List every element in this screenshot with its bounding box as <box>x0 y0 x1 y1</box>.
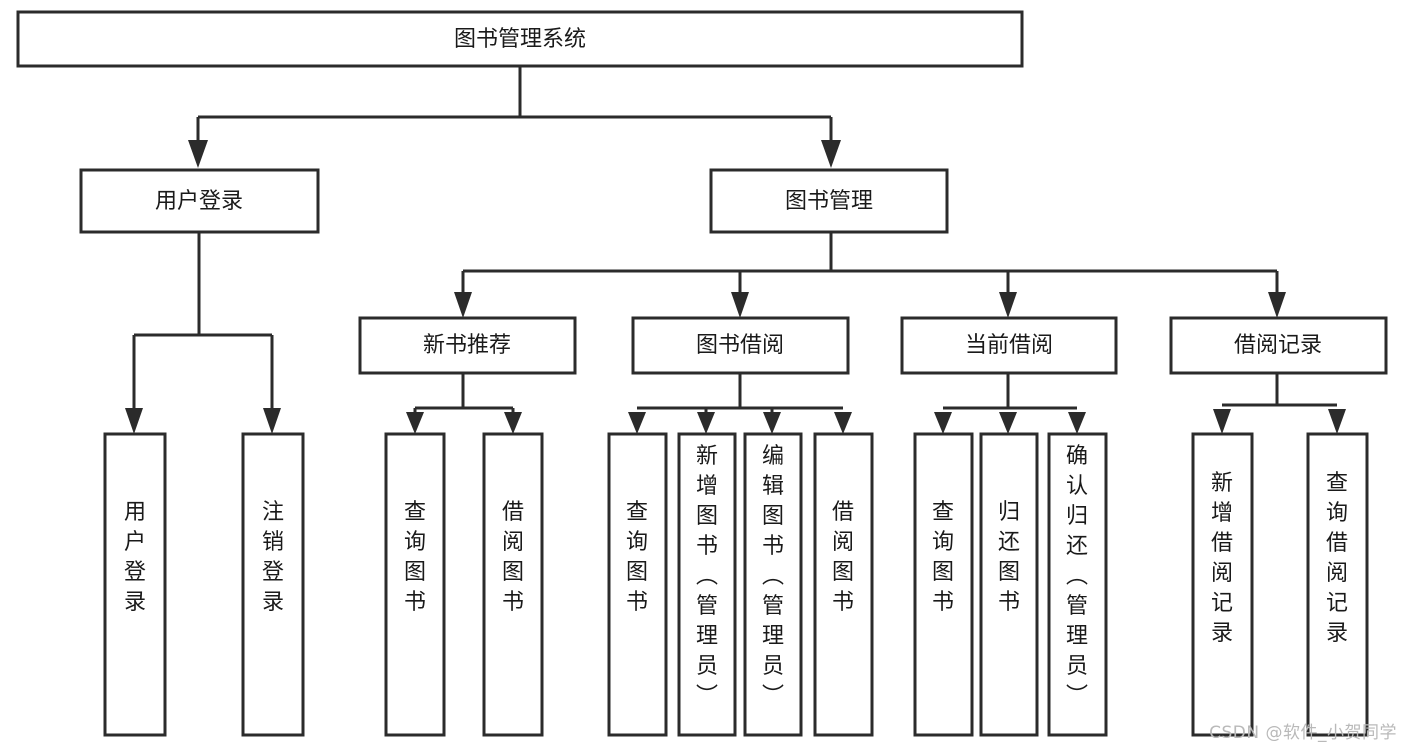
node-leaf-query-book-3-label: 查询图书 <box>932 500 954 615</box>
node-leaf-query-record[interactable]: 查询借阅记录 <box>1306 432 1369 737</box>
arrowhead-book-manage <box>821 140 841 168</box>
connector-group-new-book-rec <box>406 373 522 434</box>
node-new-book-rec-rect[interactable] <box>358 316 577 375</box>
arrowhead-current-borrow <box>999 292 1017 318</box>
node-book-manage[interactable]: 图书管理 <box>709 168 949 234</box>
node-leaf-logout-rect[interactable] <box>241 432 305 737</box>
node-root[interactable]: 图书管理系统 <box>16 10 1024 68</box>
node-leaf-borrow-book-1-label: 借阅图书 <box>502 500 524 615</box>
node-leaf-user-login-label: 用户登录 <box>124 500 146 615</box>
node-leaf-borrow-book-2-rect[interactable] <box>813 432 874 737</box>
node-leaf-borrow-book-2-label: 借阅图书 <box>832 500 854 615</box>
node-root-rect[interactable] <box>16 10 1024 68</box>
node-leaf-query-book-1-label: 查询图书 <box>404 500 426 615</box>
node-current-borrow[interactable]: 当前借阅 <box>900 316 1118 375</box>
arrowhead-leaf-borrow-book-2 <box>834 412 852 434</box>
node-leaf-query-book-2[interactable]: 查询图书 <box>607 432 668 737</box>
arrowhead-leaf-query-record <box>1328 409 1346 434</box>
node-leaf-logout-label: 注销登录 <box>262 500 284 615</box>
node-book-borrow-label: 图书借阅 <box>696 333 784 358</box>
arrowhead-leaf-return-book <box>999 412 1017 434</box>
node-leaf-user-login-rect[interactable] <box>103 432 167 737</box>
node-leaf-borrow-book-1[interactable]: 借阅图书 <box>482 432 544 737</box>
node-book-borrow-rect[interactable] <box>631 316 850 375</box>
arrowhead-leaf-logout <box>263 408 281 434</box>
node-leaf-query-record-rect[interactable] <box>1306 432 1369 737</box>
node-user-login-rect[interactable] <box>79 168 320 234</box>
node-book-manage-label: 图书管理 <box>785 189 873 214</box>
node-leaf-confirm-return-label: 确认归还︵管理员︶ <box>1066 444 1088 709</box>
node-leaf-query-book-1[interactable]: 查询图书 <box>384 432 446 737</box>
arrowhead-leaf-query-book-1 <box>406 412 424 434</box>
node-leaf-return-book-rect[interactable] <box>979 432 1039 737</box>
node-book-manage-rect[interactable] <box>709 168 949 234</box>
node-current-borrow-rect[interactable] <box>900 316 1118 375</box>
connector-group-user-login <box>125 233 281 434</box>
arrowhead-borrow-record <box>1268 292 1286 318</box>
arrowhead-leaf-borrow-book-1 <box>504 412 522 434</box>
node-leaf-add-book-rect[interactable] <box>677 432 737 737</box>
connector-group-book-borrow <box>628 373 852 434</box>
node-leaf-confirm-return-rect[interactable] <box>1047 432 1108 737</box>
node-leaf-edit-book-rect[interactable] <box>743 432 803 737</box>
connector-group-root <box>188 66 841 168</box>
node-book-borrow[interactable]: 图书借阅 <box>631 316 850 375</box>
arrowhead-leaf-confirm-return <box>1068 412 1086 434</box>
node-leaf-logout[interactable]: 注销登录 <box>241 432 305 737</box>
node-leaf-return-book[interactable]: 归还图书 <box>979 432 1039 737</box>
node-leaf-confirm-return[interactable]: 确认归还︵管理员︶ <box>1047 432 1108 737</box>
node-leaf-query-book-3[interactable]: 查询图书 <box>913 432 974 737</box>
arrowhead-leaf-user-login <box>125 408 143 434</box>
node-leaf-user-login[interactable]: 用户登录 <box>103 432 167 737</box>
node-borrow-record[interactable]: 借阅记录 <box>1169 316 1388 375</box>
node-leaf-borrow-book-1-rect[interactable] <box>482 432 544 737</box>
connector-group-borrow-record <box>1213 373 1346 434</box>
arrowhead-leaf-add-record <box>1213 409 1231 434</box>
node-user-login[interactable]: 用户登录 <box>79 168 320 234</box>
node-leaf-add-book[interactable]: 新增图书︵管理员︶ <box>677 432 737 737</box>
node-current-borrow-label: 当前借阅 <box>965 333 1053 358</box>
arrowhead-leaf-edit-book <box>763 412 781 434</box>
node-leaf-edit-book[interactable]: 编辑图书︵管理员︶ <box>743 432 803 737</box>
node-leaf-return-book-label: 归还图书 <box>998 500 1020 615</box>
node-leaf-query-book-2-label: 查询图书 <box>626 500 648 615</box>
node-borrow-record-rect[interactable] <box>1169 316 1388 375</box>
node-new-book-rec-label: 新书推荐 <box>423 333 511 358</box>
node-leaf-edit-book-label: 编辑图书︵管理员︶ <box>762 444 784 709</box>
arrowhead-leaf-query-book-3 <box>934 412 952 434</box>
node-leaf-add-record-rect[interactable] <box>1191 432 1254 737</box>
arrowhead-book-borrow <box>731 292 749 318</box>
node-leaf-add-record-label: 新增借阅记录 <box>1211 471 1233 646</box>
node-new-book-rec[interactable]: 新书推荐 <box>358 316 577 375</box>
node-borrow-record-label: 借阅记录 <box>1234 333 1322 358</box>
arrowhead-new-book-rec <box>454 292 472 318</box>
arrowhead-user-login <box>188 140 208 168</box>
node-leaf-add-book-label: 新增图书︵管理员︶ <box>696 444 718 709</box>
node-user-login-label: 用户登录 <box>155 189 243 214</box>
arrowhead-leaf-query-book-2 <box>628 412 646 434</box>
node-leaf-query-book-1-rect[interactable] <box>384 432 446 737</box>
node-leaf-add-record[interactable]: 新增借阅记录 <box>1191 432 1254 737</box>
node-leaf-query-book-2-rect[interactable] <box>607 432 668 737</box>
node-leaf-query-book-3-rect[interactable] <box>913 432 974 737</box>
node-leaf-query-record-label: 查询借阅记录 <box>1326 471 1348 646</box>
node-root-label: 图书管理系统 <box>454 27 586 52</box>
arrowhead-leaf-add-book <box>697 412 715 434</box>
connector-group-book-manage <box>454 233 1286 318</box>
node-leaf-borrow-book-2[interactable]: 借阅图书 <box>813 432 874 737</box>
connector-group-current-borrow <box>934 373 1086 434</box>
